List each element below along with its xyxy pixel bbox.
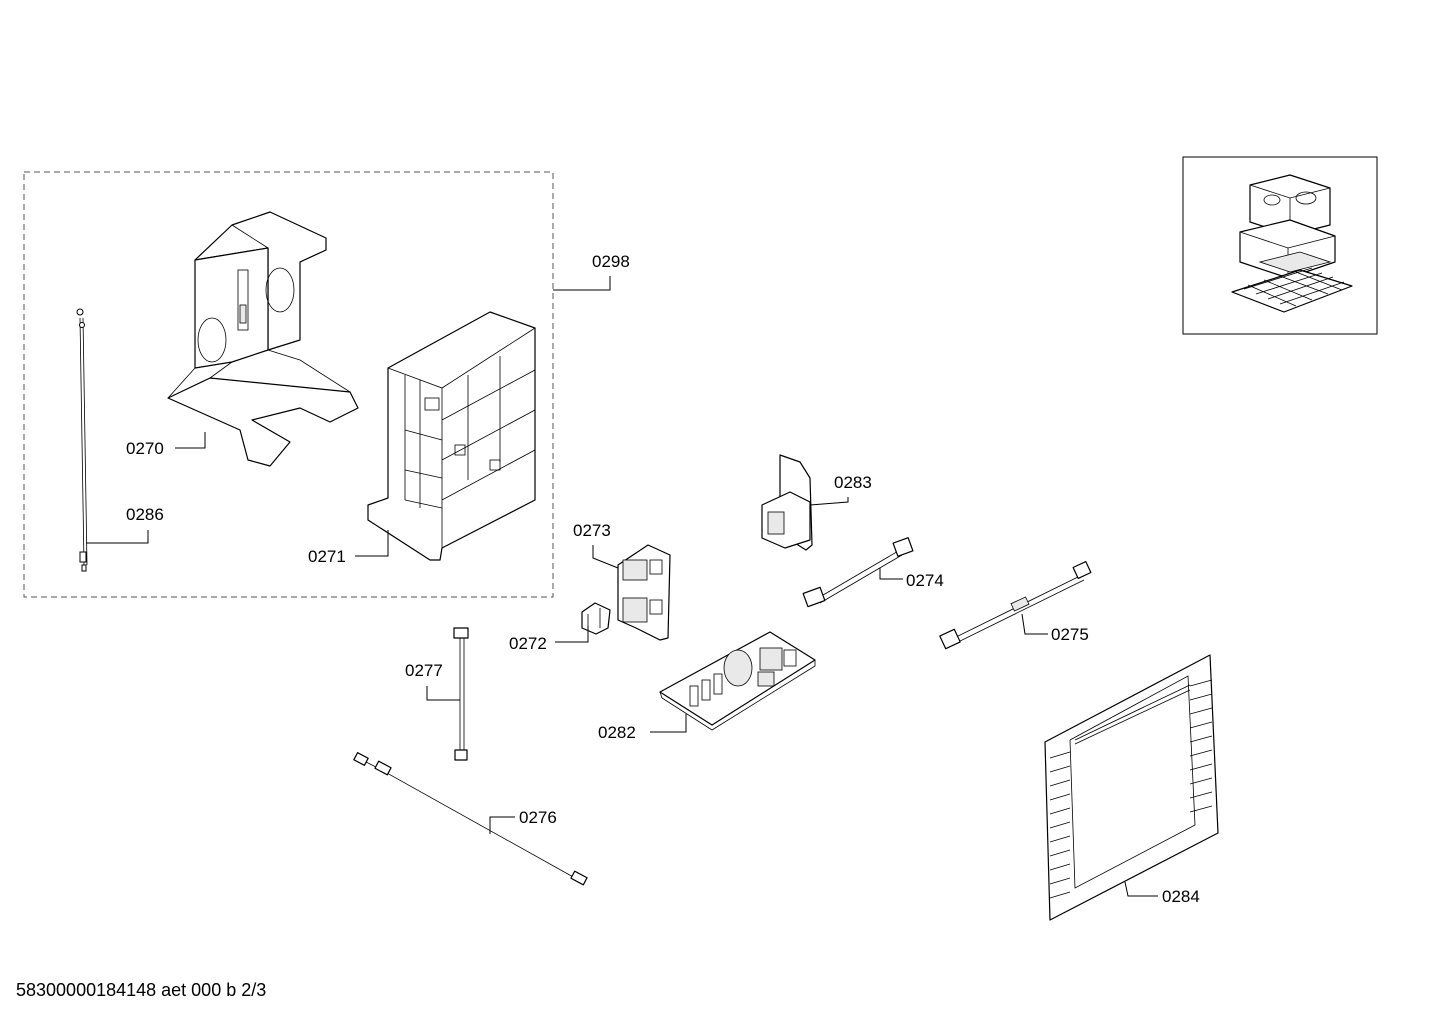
part-0276-cable xyxy=(353,752,588,886)
part-0282-pcb xyxy=(659,631,816,731)
callout-0298: 0298 xyxy=(592,252,630,271)
part-0284-grille xyxy=(1044,654,1219,921)
part-0273-board xyxy=(617,544,671,641)
callout-0277: 0277 xyxy=(405,661,443,680)
callout-0282: 0282 xyxy=(598,723,636,742)
callout-0276: 0276 xyxy=(519,808,557,827)
callout-0286: 0286 xyxy=(126,505,164,524)
part-0277-cable xyxy=(453,627,469,761)
document-id: 58300000184148 aet 000 b 2/3 xyxy=(16,980,267,1000)
callout-0283: 0283 xyxy=(834,473,872,492)
callout-0284: 0284 xyxy=(1162,887,1200,906)
part-0272-clip xyxy=(581,602,611,635)
callout-0271: 0271 xyxy=(308,547,346,566)
leader-lines xyxy=(86,276,1158,897)
part-0274-cable xyxy=(802,537,914,608)
part-0271-housing xyxy=(367,311,536,561)
callout-0273: 0273 xyxy=(573,521,611,540)
callout-0274: 0274 xyxy=(906,571,944,590)
callout-0272: 0272 xyxy=(509,634,547,653)
part-0275-cable xyxy=(939,561,1092,650)
assembly-group-frame xyxy=(23,171,554,598)
callout-0275: 0275 xyxy=(1051,625,1089,644)
part-0283-transformer xyxy=(761,454,813,551)
callout-0270: 0270 xyxy=(126,439,164,458)
part-0286-cable xyxy=(76,308,88,572)
part-0270-bracket xyxy=(167,211,359,467)
overview-thumbnail xyxy=(1182,156,1378,335)
